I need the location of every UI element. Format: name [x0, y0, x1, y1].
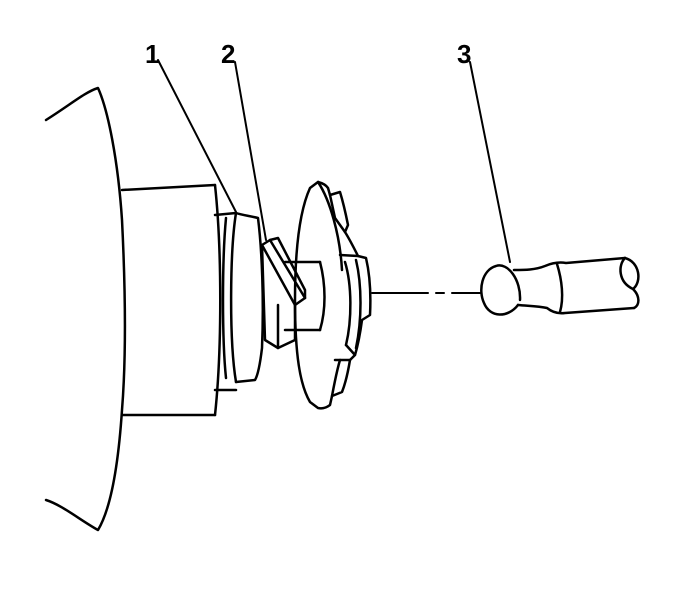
retainer-clip — [260, 236, 307, 350]
leader-line-3 — [469, 61, 511, 263]
ball-tool — [480, 256, 640, 316]
housing-body — [44, 86, 238, 532]
hub-spacer — [221, 211, 265, 384]
leader-line-2 — [234, 61, 267, 241]
callout-3: 3 — [457, 39, 471, 69]
callout-2: 2 — [221, 39, 235, 69]
shaft — [283, 260, 326, 332]
leader-line-1 — [157, 59, 237, 213]
callout-1: 1 — [145, 39, 159, 69]
sprocket-wheel — [293, 180, 372, 410]
